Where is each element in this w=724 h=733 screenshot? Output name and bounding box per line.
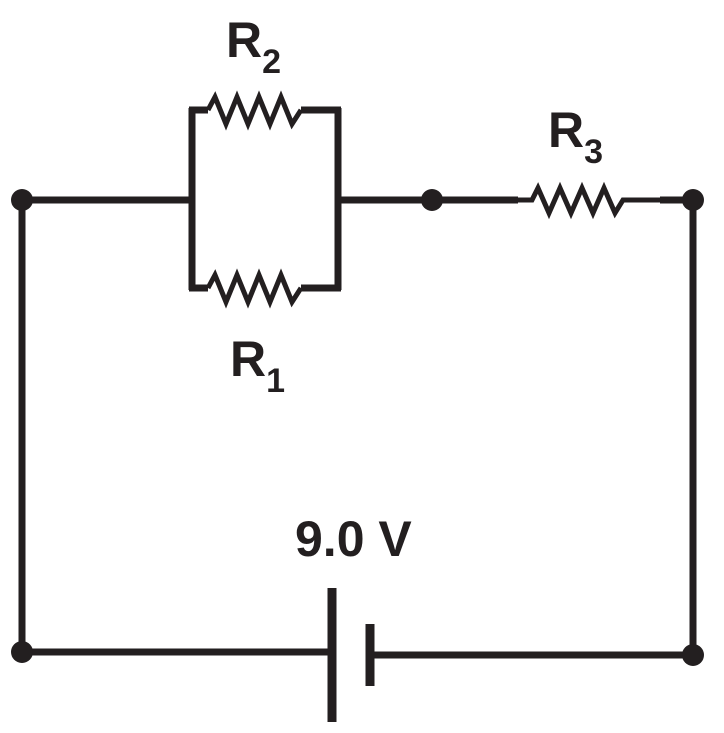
label-r3-letter: R	[548, 102, 584, 158]
resistor-r2-zigzag	[205, 90, 304, 131]
label-r2-letter: R	[226, 12, 262, 68]
label-r1-letter: R	[230, 331, 266, 387]
resistor-r3-zigzag	[518, 181, 660, 220]
label-r1-subscript: 1	[266, 362, 285, 400]
node-bottom-right	[682, 644, 704, 666]
label-r3-subscript: 3	[584, 133, 603, 171]
node-top-right	[682, 189, 704, 211]
node-top-left	[11, 189, 33, 211]
label-r3: R3	[548, 102, 603, 171]
label-r2-subscript: 2	[262, 43, 281, 81]
node-middle	[421, 189, 443, 211]
battery-voltage-label: 9.0 V	[295, 511, 412, 567]
label-r2: R2	[226, 12, 281, 81]
node-bottom-left	[11, 641, 33, 663]
label-r1: R1	[230, 331, 285, 400]
resistor-r1-zigzag	[205, 268, 304, 309]
